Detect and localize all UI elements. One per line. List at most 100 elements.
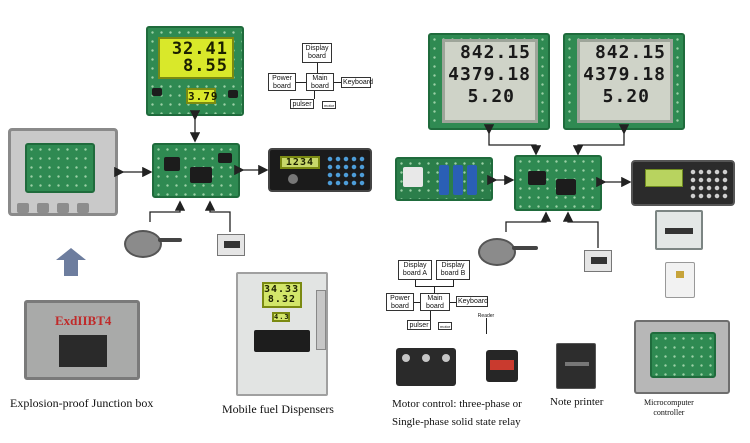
connector xyxy=(414,302,420,303)
relay xyxy=(453,165,463,195)
chip xyxy=(164,157,180,171)
chip xyxy=(228,90,238,98)
smart-card xyxy=(665,262,695,298)
dispenser-keypad xyxy=(254,330,310,352)
pulser-left xyxy=(124,224,182,262)
display-b-lcd: 842.15 4379.18 5.20 xyxy=(577,39,673,123)
card-reader xyxy=(655,210,703,250)
display-line-1: 32.41 xyxy=(171,39,228,59)
connector xyxy=(415,280,416,286)
display-b-line-3: 5.20 xyxy=(602,86,650,107)
pulser-body xyxy=(124,230,162,258)
main-board-left xyxy=(152,143,240,198)
ssr-terminal xyxy=(422,354,430,362)
connector xyxy=(430,311,431,320)
fuel-dispenser: 34.33 8.32 4.3 xyxy=(236,272,328,396)
connector xyxy=(314,91,315,99)
power-button xyxy=(288,174,298,184)
display-line-2: 8.55 xyxy=(183,56,228,76)
junction-box-open xyxy=(8,128,118,216)
block-power-board: Power board xyxy=(386,293,414,311)
controller-board xyxy=(650,332,716,378)
ssr-three-phase xyxy=(396,348,456,386)
keypad-controller: 1234 xyxy=(268,148,372,192)
keypad-buttons xyxy=(326,155,366,187)
display-a-line-3: 5.20 xyxy=(467,86,515,107)
box-label: ExdIIBT4 xyxy=(55,313,112,328)
display-a-line-1: 842.15 xyxy=(459,42,531,63)
cable-gland xyxy=(17,203,29,213)
printer-slot xyxy=(565,362,589,366)
card-keypad-lcd xyxy=(645,169,683,187)
cable-gland xyxy=(37,203,49,213)
block-display-board-a: Display board A xyxy=(398,260,432,280)
up-arrow-icon xyxy=(56,248,86,276)
dispenser-line-3: 4.3 xyxy=(274,313,290,321)
keypad-lcd: 1234 xyxy=(280,156,320,169)
block-motor: motor xyxy=(438,322,452,330)
chip xyxy=(556,179,576,195)
display-board-b: 842.15 4379.18 5.20 xyxy=(563,33,685,130)
keypad-lcd-value: 1234 xyxy=(285,157,314,168)
counter-window xyxy=(224,241,240,248)
block-reader: Reader xyxy=(476,312,496,320)
display-lcd-main: 32.41 8.55 xyxy=(158,37,234,79)
counter-right xyxy=(584,250,612,272)
caption-note-printer: Note printer xyxy=(550,396,604,408)
arrows-left xyxy=(114,110,269,232)
chip xyxy=(218,153,232,163)
junction-box-board xyxy=(25,143,95,193)
dispenser-line-2: 8.32 xyxy=(267,294,296,305)
card-slot xyxy=(665,228,693,234)
arrows-right xyxy=(483,124,632,248)
pulser-cable xyxy=(158,238,182,242)
box-window xyxy=(59,335,107,367)
card-chip xyxy=(676,271,684,278)
block-motor: motor xyxy=(322,101,336,109)
ssr-terminal xyxy=(442,354,450,362)
dispenser-line-1: 34.33 xyxy=(264,284,300,295)
block-main-board: Main board xyxy=(420,293,450,311)
block-keyboard: Keyboard xyxy=(456,296,488,307)
caption-dispensers: Mobile fuel Dispensers xyxy=(222,402,334,416)
note-printer xyxy=(556,343,596,389)
connector xyxy=(434,286,435,293)
caption-motor-control: Motor control: three-phase or Single-pha… xyxy=(392,398,522,428)
block-display-board: Display board xyxy=(302,43,332,63)
chip xyxy=(152,88,162,96)
cable-gland xyxy=(77,203,89,213)
display-board-a: 842.15 4379.18 5.20 xyxy=(428,33,550,130)
connector xyxy=(317,63,318,73)
display-a-lcd: 842.15 4379.18 5.20 xyxy=(442,39,538,123)
connector xyxy=(296,82,306,83)
display-a-line-2: 4379.18 xyxy=(448,64,531,85)
pulser-right xyxy=(478,232,540,270)
connector xyxy=(453,280,454,286)
ssr-terminal xyxy=(402,354,410,362)
chip xyxy=(190,167,212,183)
dispenser-lcd-small: 4.3 xyxy=(272,312,290,322)
relay xyxy=(467,165,477,195)
block-pulser: pulser xyxy=(290,99,314,109)
relay xyxy=(439,165,449,195)
card-keypad-buttons xyxy=(689,168,729,200)
caption-microcomputer: Microcomputer controller xyxy=(644,398,694,417)
counter-window xyxy=(591,257,607,264)
connector xyxy=(486,318,487,334)
connector xyxy=(450,302,456,303)
pulser-body xyxy=(478,238,516,266)
ssr-label xyxy=(490,360,514,370)
display-b-line-2: 4379.18 xyxy=(583,64,666,85)
block-power-board: Power board xyxy=(268,73,296,91)
ssr-single-phase xyxy=(486,350,518,382)
explosion-proof-box: ExdIIBT4 xyxy=(24,300,140,380)
pulser-cable xyxy=(512,246,538,250)
counter-left xyxy=(217,234,245,256)
block-display-board-b: Display board B xyxy=(436,260,470,280)
connector xyxy=(334,82,341,83)
display-lcd-small: 3.79 xyxy=(186,88,219,104)
display-line-3: 3.79 xyxy=(188,90,219,103)
block-keyboard: Keyboard xyxy=(341,77,373,88)
display-b-line-1: 842.15 xyxy=(594,42,666,63)
main-board-right xyxy=(514,155,602,211)
